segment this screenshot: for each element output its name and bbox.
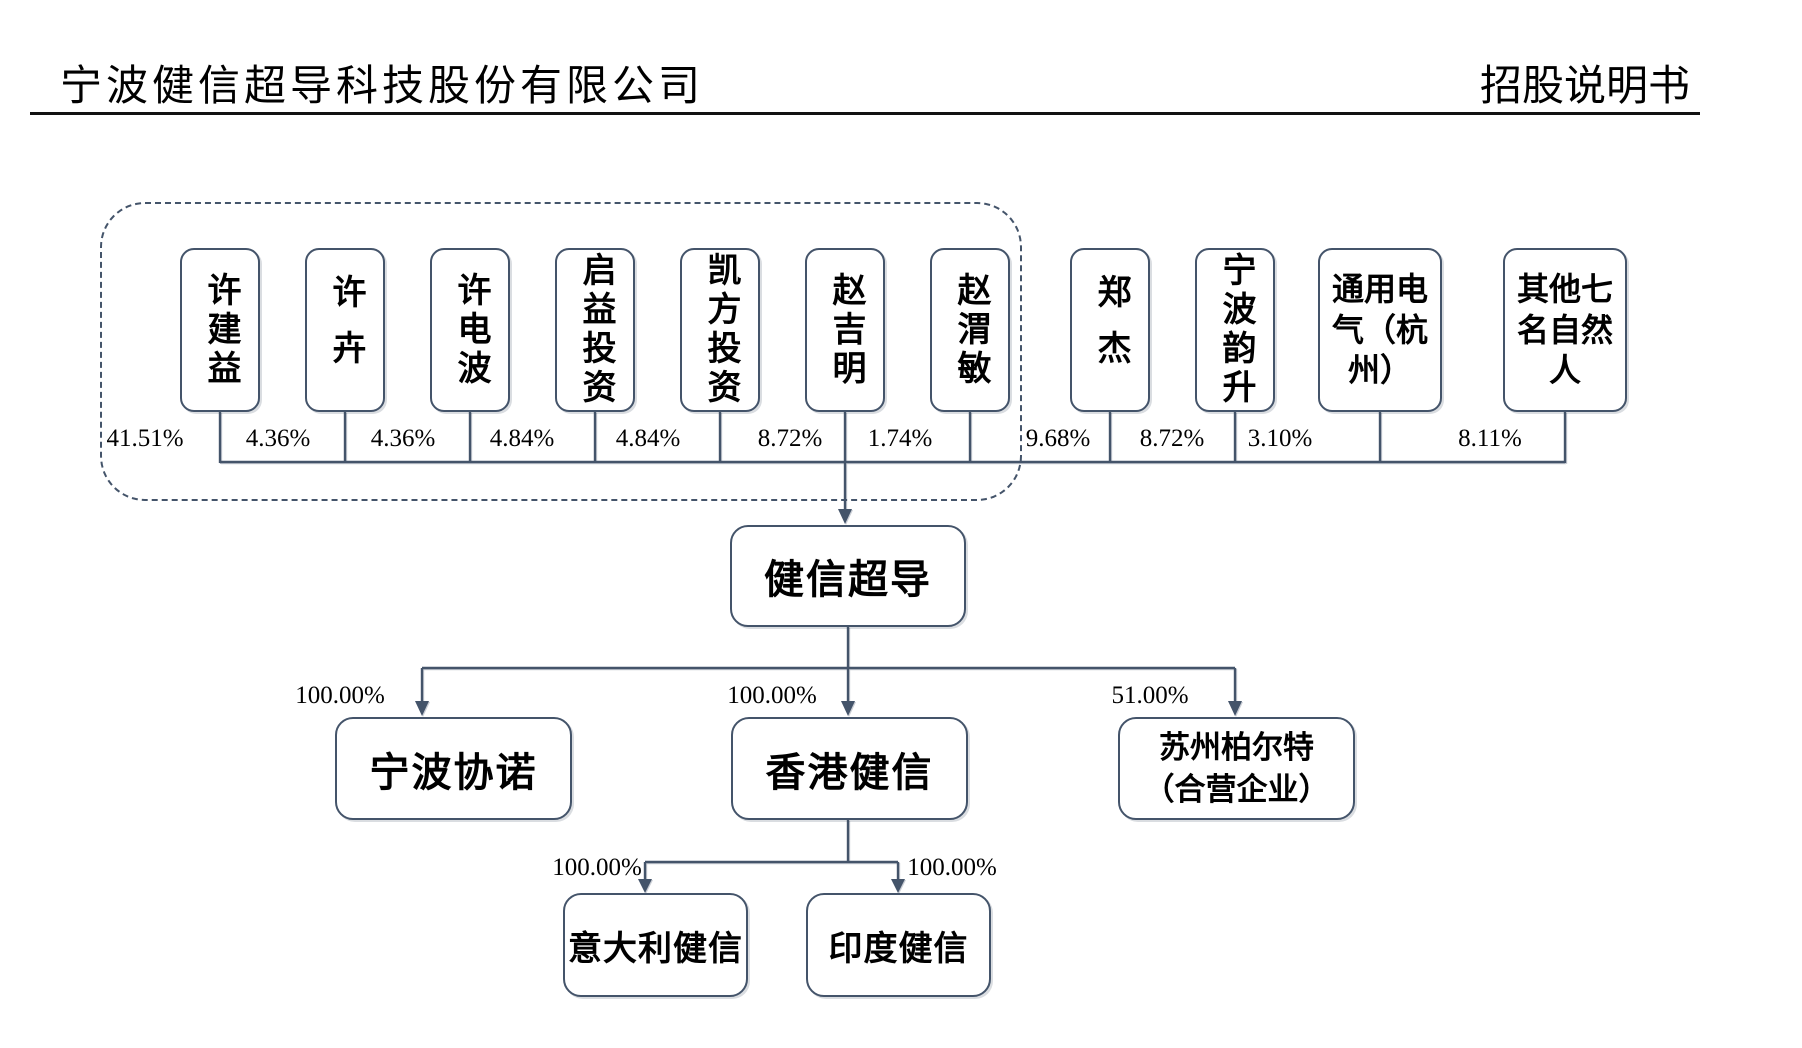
shareholder-label: 启益投资 (577, 252, 614, 408)
shareholder-label: 宁波韵升 (1217, 252, 1254, 408)
subsidiary-label: 苏州柏尔特 （合营企业） (1143, 729, 1330, 807)
subsidiary-box-italy-jianxin: 意大利健信 (563, 893, 748, 997)
shareholder-label: 赵渭敏 (952, 271, 989, 389)
shareholder-label: 凯方投资 (702, 252, 739, 408)
ownership-pct-kaifang-investment: 4.84% (615, 425, 681, 452)
arrow-head (838, 509, 852, 524)
shareholder-box-zhao-jiming: 赵吉明 (805, 248, 885, 412)
shareholder-label: 许建益 (202, 271, 239, 389)
arrow-head (891, 879, 905, 893)
ownership-pct-xu-jianyi: 41.51% (106, 425, 184, 452)
arrow-head (638, 879, 652, 893)
company-label: 健信超导 (764, 557, 932, 602)
subsidiary-box-hongkong-jianxin: 香港健信 (731, 717, 968, 820)
shareholder-box-qiyi-investment: 启益投资 (555, 248, 635, 412)
ownership-pct-suzhou-boerte: 51.00% (1111, 682, 1189, 709)
shareholder-box-kaifang-investment: 凯方投资 (680, 248, 760, 412)
ownership-pct-other-seven: 8.11% (1458, 425, 1522, 452)
shareholder-label: 许电波 (452, 271, 489, 389)
shareholder-label: 赵吉明 (827, 271, 864, 389)
ownership-pct-xu-hui: 4.36% (245, 425, 311, 452)
page-header-doc-type: 招股说明书 (1479, 64, 1690, 110)
subsidiary-label: 意大利健信 (568, 930, 743, 968)
subsidiary-label: 印度健信 (828, 930, 969, 968)
subsidiary-box-suzhou-boerte: 苏州柏尔特 （合营企业） (1118, 717, 1355, 820)
shareholder-box-zhao-weimin: 赵渭敏 (930, 248, 1010, 412)
shareholder-box-ningbo-yunsheng: 宁波韵升 (1195, 248, 1275, 412)
ownership-pct-hongkong-jianxin: 100.00% (727, 682, 817, 709)
company-box-jianxin-superconductor: 健信超导 (730, 525, 966, 627)
shareholder-label: 郑杰 (1092, 274, 1129, 386)
page-header-company-title: 宁波健信超导科技股份有限公司 (60, 64, 705, 110)
shareholder-box-xu-jianyi: 许建益 (180, 248, 260, 412)
shareholder-label: 通用电 气（杭 州） (1331, 270, 1428, 389)
shareholder-box-xu-hui: 许卉 (305, 248, 385, 412)
ownership-pct-ningbo-yunsheng: 8.72% (1139, 425, 1205, 452)
shareholder-box-xu-dianbo: 许电波 (430, 248, 510, 412)
ownership-pct-xu-dianbo: 4.36% (370, 425, 436, 452)
shareholder-box-other-seven-natural-persons: 其他七 名自然 人 (1503, 248, 1627, 412)
arrow-head (841, 701, 855, 716)
ownership-pct-zheng-jie: 9.68% (1025, 425, 1091, 452)
ownership-pct-ningbo-xienuo: 100.00% (295, 682, 385, 709)
shareholder-box-zheng-jie: 郑杰 (1070, 248, 1150, 412)
subsidiary-label: 宁波协诺 (369, 749, 538, 795)
shareholder-label: 其他七 名自然 人 (1516, 270, 1613, 389)
subsidiary-box-india-jianxin: 印度健信 (806, 893, 991, 997)
ownership-pct-india-jianxin: 100.00% (907, 854, 997, 881)
shareholder-box-ge-hangzhou: 通用电 气（杭 州） (1318, 248, 1442, 412)
shareholder-label: 许卉 (327, 274, 364, 386)
arrow-head (415, 701, 429, 716)
ownership-pct-zhao-jiming: 8.72% (757, 425, 823, 452)
ownership-pct-zhao-weimin: 1.74% (867, 425, 933, 452)
subsidiary-label: 香港健信 (765, 749, 934, 795)
ownership-pct-qiyi-investment: 4.84% (489, 425, 555, 452)
ownership-pct-italy-jianxin: 100.00% (552, 854, 642, 881)
subsidiary-box-ningbo-xienuo: 宁波协诺 (335, 717, 572, 820)
arrow-head (1228, 701, 1242, 716)
header-divider (30, 112, 1700, 115)
acting-in-concert-group-outline (100, 202, 1022, 501)
ownership-pct-ge-hangzhou: 3.10% (1247, 425, 1313, 452)
